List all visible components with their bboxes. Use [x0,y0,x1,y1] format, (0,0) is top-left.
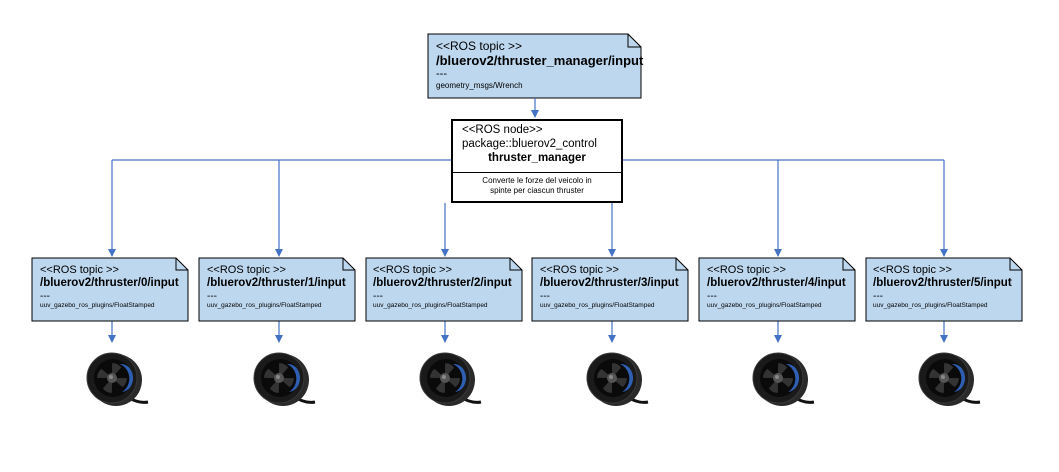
thruster-topic-note-2 [365,257,523,322]
thruster-topic-separator-3: --- [540,290,550,302]
thruster-topic-note-1 [198,257,356,322]
thruster-topic-msg-type-2: uuv_gazebo_ros_plugins/FloatStamped [373,302,488,310]
main-topic-msg-type: geometry_msgs/Wrench [436,81,523,91]
thruster-topic-separator-4: --- [707,290,717,302]
thruster-topic-fold-5 [1009,258,1022,271]
thruster-icon [86,352,149,406]
thruster-topic-fold-1 [342,258,355,271]
node-header: <<ROS node>> package::bluerov2_control t… [453,121,621,173]
thruster-topic-label-5: <<ROS topic >>/bluerov2/thruster/5/input… [873,264,1012,310]
thruster-topic-msg-type-1: uuv_gazebo_ros_plugins/FloatStamped [207,302,322,310]
thruster-topic-note-0 [31,257,189,322]
thruster-topic-msg-type-4: uuv_gazebo_ros_plugins/FloatStamped [707,302,822,310]
thruster-manager-node: <<ROS node>> package::bluerov2_control t… [451,119,623,203]
thruster-topic-label-2: <<ROS topic >>/bluerov2/thruster/2/input… [373,264,512,310]
main-topic-stereotype: <<ROS topic >> [436,39,523,53]
thruster-topic-separator-5: --- [873,290,883,302]
thruster-icon [419,352,482,406]
thruster-topic-fold-3 [675,258,688,271]
thruster-topic-name-3: /bluerov2/thruster/3/input [540,276,679,289]
thruster-topic-label-4: <<ROS topic >>/bluerov2/thruster/4/input… [707,264,846,310]
node-stereotype: <<ROS node>> [462,124,543,136]
thruster-topic-msg-type-0: uuv_gazebo_ros_plugins/FloatStamped [40,302,155,310]
main-topic-fold [627,34,641,48]
thruster-topic-stereotype-5: <<ROS topic >> [873,264,952,276]
thruster-topic-separator-2: --- [373,290,383,302]
main-topic-name: /bluerov2/thruster_manager/input [436,53,644,69]
thruster-topic-note-3 [531,257,689,322]
thruster-topic-note-5 [865,257,1023,322]
thruster-topic-separator-1: --- [207,290,217,302]
node-to-topic-connectors [108,159,948,343]
main-topic-separator: --- [436,68,447,81]
thruster-icon [752,352,815,406]
thruster-topic-fold-2 [509,258,522,271]
thruster-topic-fold-4 [842,258,855,271]
thruster-topic-stereotype-0: <<ROS topic >> [40,264,119,276]
node-name: thruster_manager [488,151,586,164]
node-description-line1: Converte le forze del veicolo in [482,176,592,185]
node-description-line2: spinte per ciascun thruster [490,186,584,195]
thruster-topic-name-5: /bluerov2/thruster/5/input [873,276,1012,289]
thruster-icon [253,352,316,406]
thruster-icons [86,352,981,406]
thruster-topic-separator-0: --- [40,290,50,302]
thruster-topic-label-0: <<ROS topic >>/bluerov2/thruster/0/input… [40,264,179,310]
thruster-topic-name-2: /bluerov2/thruster/2/input [373,276,512,289]
thruster-topic-fold-0 [175,258,188,271]
main-topic-note [427,33,642,99]
thruster-topic-notes [31,257,1023,322]
thruster-topic-name-4: /bluerov2/thruster/4/input [707,276,846,289]
node-description: Converte le forze del veicolo in spinte … [453,173,621,196]
thruster-topic-label-3: <<ROS topic >>/bluerov2/thruster/3/input… [540,264,679,310]
thruster-topic-stereotype-3: <<ROS topic >> [540,264,619,276]
thruster-topic-msg-type-3: uuv_gazebo_ros_plugins/FloatStamped [540,302,655,310]
thruster-topic-note-4 [698,257,856,322]
thruster-topic-label-1: <<ROS topic >>/bluerov2/thruster/1/input… [207,264,346,310]
thruster-icon [918,352,981,406]
node-package: package::bluerov2_control [462,137,597,150]
thruster-topic-name-1: /bluerov2/thruster/1/input [207,276,346,289]
thruster-topic-stereotype-2: <<ROS topic >> [373,264,452,276]
thruster-icon [586,352,649,406]
thruster-topic-name-0: /bluerov2/thruster/0/input [40,276,179,289]
thruster-topic-msg-type-5: uuv_gazebo_ros_plugins/FloatStamped [873,302,988,310]
thruster-topic-stereotype-4: <<ROS topic >> [707,264,786,276]
thruster-topic-stereotype-1: <<ROS topic >> [207,264,286,276]
main-topic-label: <<ROS topic >> /bluerov2/thruster_manage… [436,39,643,91]
